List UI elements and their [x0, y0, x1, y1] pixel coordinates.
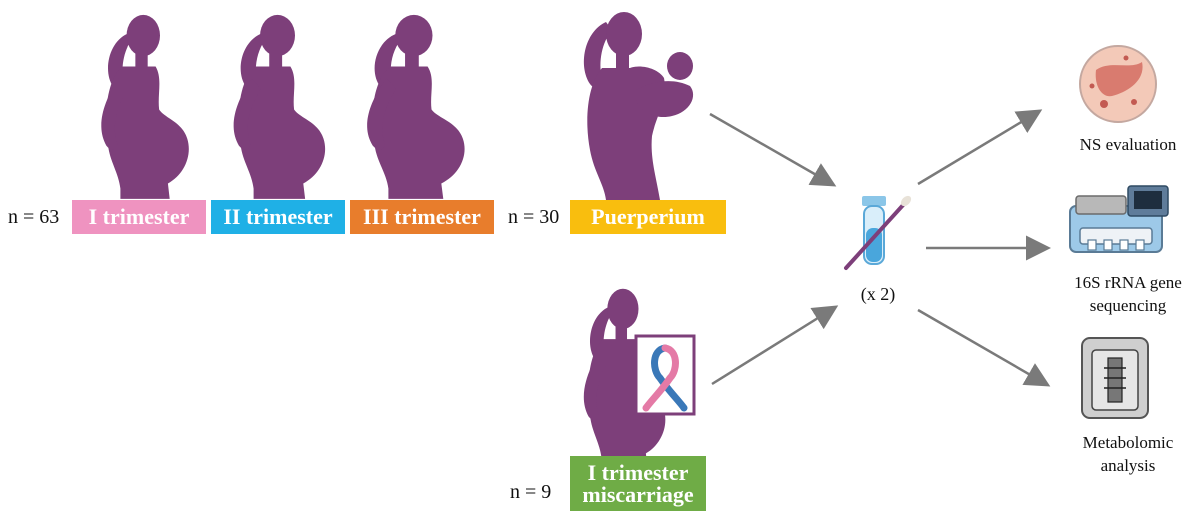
puerperium-count: n = 30 — [508, 206, 559, 229]
label-first-trimester: I trimester — [72, 200, 206, 234]
label-miscarriage-line2: miscarriage — [582, 484, 693, 506]
output-sequencing-line2: sequencing — [1062, 295, 1194, 318]
pregnancy-count: n = 63 — [8, 206, 59, 229]
output-metabolomics: Metabolomic analysis — [1062, 432, 1194, 478]
output-sequencing-line1: 16S rRNA gene — [1062, 272, 1194, 295]
label-miscarriage-line1: I trimester — [588, 462, 689, 484]
output-metabolomics-line1: Metabolomic — [1062, 432, 1194, 455]
swab-tube-icon — [846, 194, 913, 268]
output-metabolomics-line2: analysis — [1062, 455, 1194, 478]
label-puerperium: Puerperium — [570, 200, 726, 234]
output-ns-evaluation: NS evaluation — [1062, 134, 1194, 157]
pregnant-silhouette-ii — [234, 15, 325, 199]
output-sequencing: 16S rRNA gene sequencing — [1062, 272, 1194, 318]
sampling-multiplier: (x 2) — [848, 284, 908, 305]
output-ns-evaluation-line1: NS evaluation — [1062, 134, 1194, 157]
arrow-puerperium-to-sampling — [710, 114, 832, 184]
pregnant-silhouette-i — [101, 15, 189, 199]
sequencer-icon — [1070, 186, 1168, 252]
arrow-to-ns-evaluation — [918, 112, 1038, 184]
mother-baby-silhouette — [584, 12, 693, 200]
arrow-miscarriage-to-sampling — [712, 308, 834, 384]
label-second-trimester: II trimester — [211, 200, 345, 234]
label-miscarriage: I trimester miscarriage — [570, 456, 706, 511]
pregnant-silhouette-iii — [367, 15, 464, 199]
arrow-to-metabolomics — [918, 310, 1046, 384]
label-third-trimester: III trimester — [350, 200, 494, 234]
nmr-spectrometer-icon — [1082, 338, 1148, 418]
microscopy-smear-icon — [1080, 46, 1156, 122]
miscarriage-count: n = 9 — [510, 481, 551, 504]
